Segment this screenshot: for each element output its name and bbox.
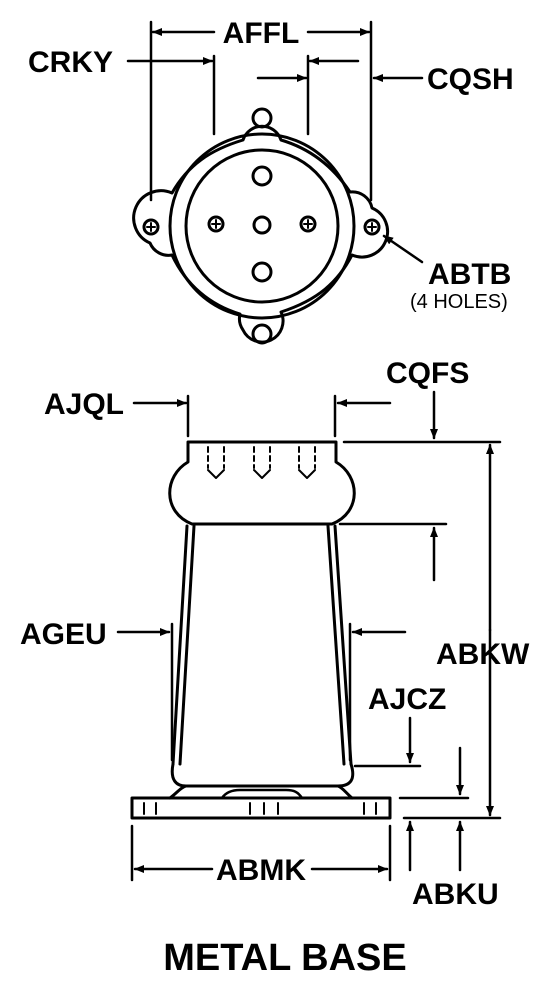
mounting-hole-bottom (251, 323, 273, 345)
label-cqsh: CQSH (427, 63, 514, 96)
label-ajql: AJQL (44, 388, 124, 421)
label-abku: ABKU (412, 878, 499, 911)
pin-hole-bottom (251, 261, 273, 283)
mounting-hole-top (251, 107, 273, 129)
outer-ring (168, 132, 356, 320)
pin-hole-center (252, 215, 272, 235)
label-abmk: ABMK (216, 854, 306, 887)
threads (207, 446, 316, 469)
mounting-hole-left (142, 218, 160, 236)
label-cqfs: CQFS (386, 357, 469, 390)
label-ageu: AGEU (20, 618, 107, 651)
top-cap (168, 440, 356, 526)
label-affl: AFFL (223, 17, 300, 50)
top-view (132, 107, 389, 345)
label-abkw: ABKW (436, 638, 530, 671)
pin-hole-right (299, 215, 317, 233)
label-crky: CRKY (28, 46, 113, 79)
label-ajcz: AJCZ (368, 683, 446, 716)
pin-hole-top (251, 165, 273, 187)
top-dimensions (126, 20, 424, 264)
pin-hole-left (207, 215, 225, 233)
side-view (130, 440, 392, 820)
side-dimensions (116, 390, 502, 882)
inner-ring (184, 148, 340, 304)
label-abtb: ABTB (428, 258, 511, 291)
diagram-title: METAL BASE (163, 937, 407, 979)
mounting-hole-right (363, 218, 381, 236)
label-abtb-note: (4 HOLES) (410, 291, 508, 313)
base-flange (130, 796, 392, 820)
